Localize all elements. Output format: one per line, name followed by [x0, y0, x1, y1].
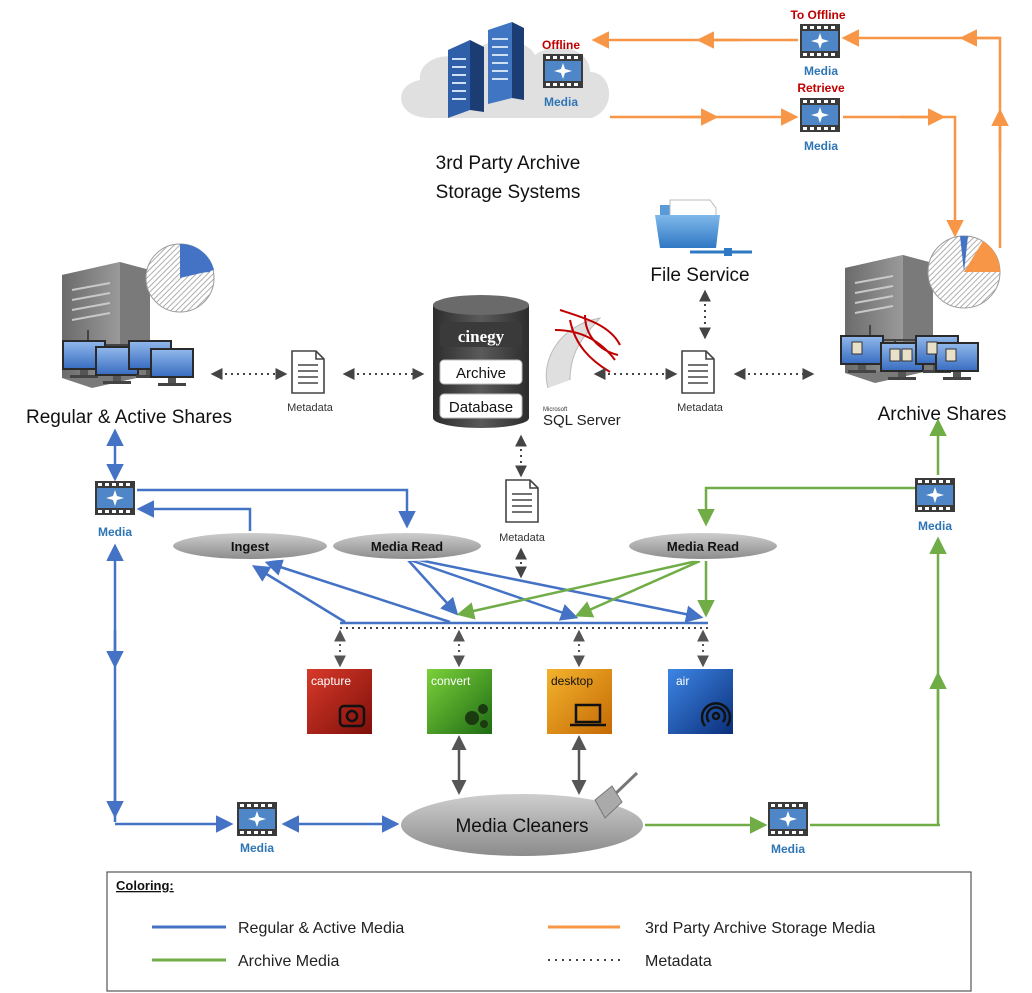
media-bottom-right: Media — [768, 802, 808, 856]
convert-label: convert — [431, 674, 471, 688]
legend-regular: Regular & Active Media — [238, 920, 404, 937]
app-air: air — [668, 669, 733, 734]
media-label-offline: Media — [544, 95, 578, 109]
gears-icon — [465, 704, 488, 728]
legend-third-party: 3rd Party Archive Storage Media — [645, 920, 875, 937]
media-read-left-process: Media Read — [331, 531, 483, 561]
archive-usage-pie-icon — [927, 235, 1001, 309]
media-right-upper-label: Media — [918, 519, 952, 533]
archive-server-icon — [448, 22, 524, 118]
app-capture: capture — [307, 669, 372, 734]
metadata-doc-right: Metadata — [677, 350, 724, 414]
regular-active-shares: Regular & Active Shares — [26, 243, 232, 428]
cinegy-archive-database: cinegy Archive Database — [433, 295, 529, 428]
archive-shares-label: Archive Shares — [878, 404, 1007, 425]
metadata-doc-center: Metadata — [499, 479, 546, 544]
media-left-upper-label: Media — [98, 525, 132, 539]
media-read-right-label: Media Read — [667, 539, 739, 554]
sql-server-label: SQL Server — [543, 412, 621, 429]
media-read-right-process: Media Read — [627, 531, 779, 561]
media-cleaners-process: Media Cleaners — [399, 771, 645, 858]
camera-icon — [338, 704, 366, 728]
media-icon-offline — [543, 54, 583, 88]
media-left-upper: Media — [95, 481, 135, 539]
laptop-icon — [574, 703, 602, 724]
broadcast-icon — [700, 702, 732, 727]
offline-label: Offline — [542, 38, 580, 52]
cloud-title-line1: 3rd Party Archive — [436, 153, 581, 174]
folder-icon — [655, 215, 720, 248]
ingest-label: Ingest — [231, 539, 270, 554]
metadata-center-label: Metadata — [499, 532, 546, 544]
metadata-right-label: Metadata — [677, 402, 724, 414]
app-desktop: desktop — [547, 669, 612, 734]
database-line2: Database — [449, 399, 513, 416]
media-cleaners-label: Media Cleaners — [455, 816, 588, 837]
to-offline-media: To Offline Media — [790, 8, 845, 78]
archive-shares: Archive Shares — [840, 235, 1007, 425]
capture-label: capture — [311, 674, 351, 688]
desktop-label: desktop — [551, 674, 593, 688]
broom-icon — [594, 771, 639, 819]
sql-server-logo: Microsoft SQL Server — [543, 309, 621, 429]
legend-title: Coloring: — [116, 878, 174, 893]
retrieve-media: Retrieve Media — [797, 81, 845, 153]
legend: Coloring: Regular & Active Media Archive… — [106, 871, 972, 992]
metadata-left-label: Metadata — [287, 402, 334, 414]
media-bottom-right-label: Media — [771, 842, 805, 856]
media-bottom-left: Media — [237, 802, 277, 855]
regular-shares-label: Regular & Active Shares — [26, 407, 232, 428]
database-line1: Archive — [456, 365, 506, 382]
cinegy-brand: cinegy — [458, 327, 505, 346]
media-icon-to-offline — [800, 24, 840, 58]
app-cleaner-links — [451, 735, 587, 795]
app-convert: convert — [427, 669, 492, 734]
legend-archive: Archive Media — [238, 953, 339, 970]
cloud-title-line2: Storage Systems — [436, 182, 581, 203]
third-party-archive-cloud: Offline Media 3rd Party Archive Storage … — [401, 22, 610, 203]
metadata-app-links — [334, 629, 709, 668]
media-label-to-offline: Media — [804, 64, 838, 78]
file-service: File Service — [650, 199, 752, 286]
archive-media-flow-arrows — [456, 418, 947, 834]
to-offline-label: To Offline — [790, 8, 845, 22]
retrieve-label: Retrieve — [797, 81, 845, 95]
metadata-doc-left: Metadata — [287, 350, 334, 414]
air-label: air — [676, 674, 689, 688]
third-party-flow-arrows — [591, 29, 1009, 248]
media-label-retrieve: Media — [804, 139, 838, 153]
media-bottom-left-label: Media — [240, 841, 274, 855]
legend-metadata: Metadata — [645, 953, 712, 970]
media-icon-retrieve — [800, 98, 840, 132]
regular-media-flow-arrows — [106, 428, 708, 833]
usage-pie-icon — [145, 243, 215, 313]
media-read-left-label: Media Read — [371, 539, 443, 554]
sql-small-label: Microsoft — [543, 407, 568, 413]
metadata-links-top — [210, 368, 815, 579]
media-right-upper: Media — [915, 478, 955, 533]
file-service-label: File Service — [650, 265, 749, 286]
ingest-process: Ingest — [171, 531, 329, 561]
